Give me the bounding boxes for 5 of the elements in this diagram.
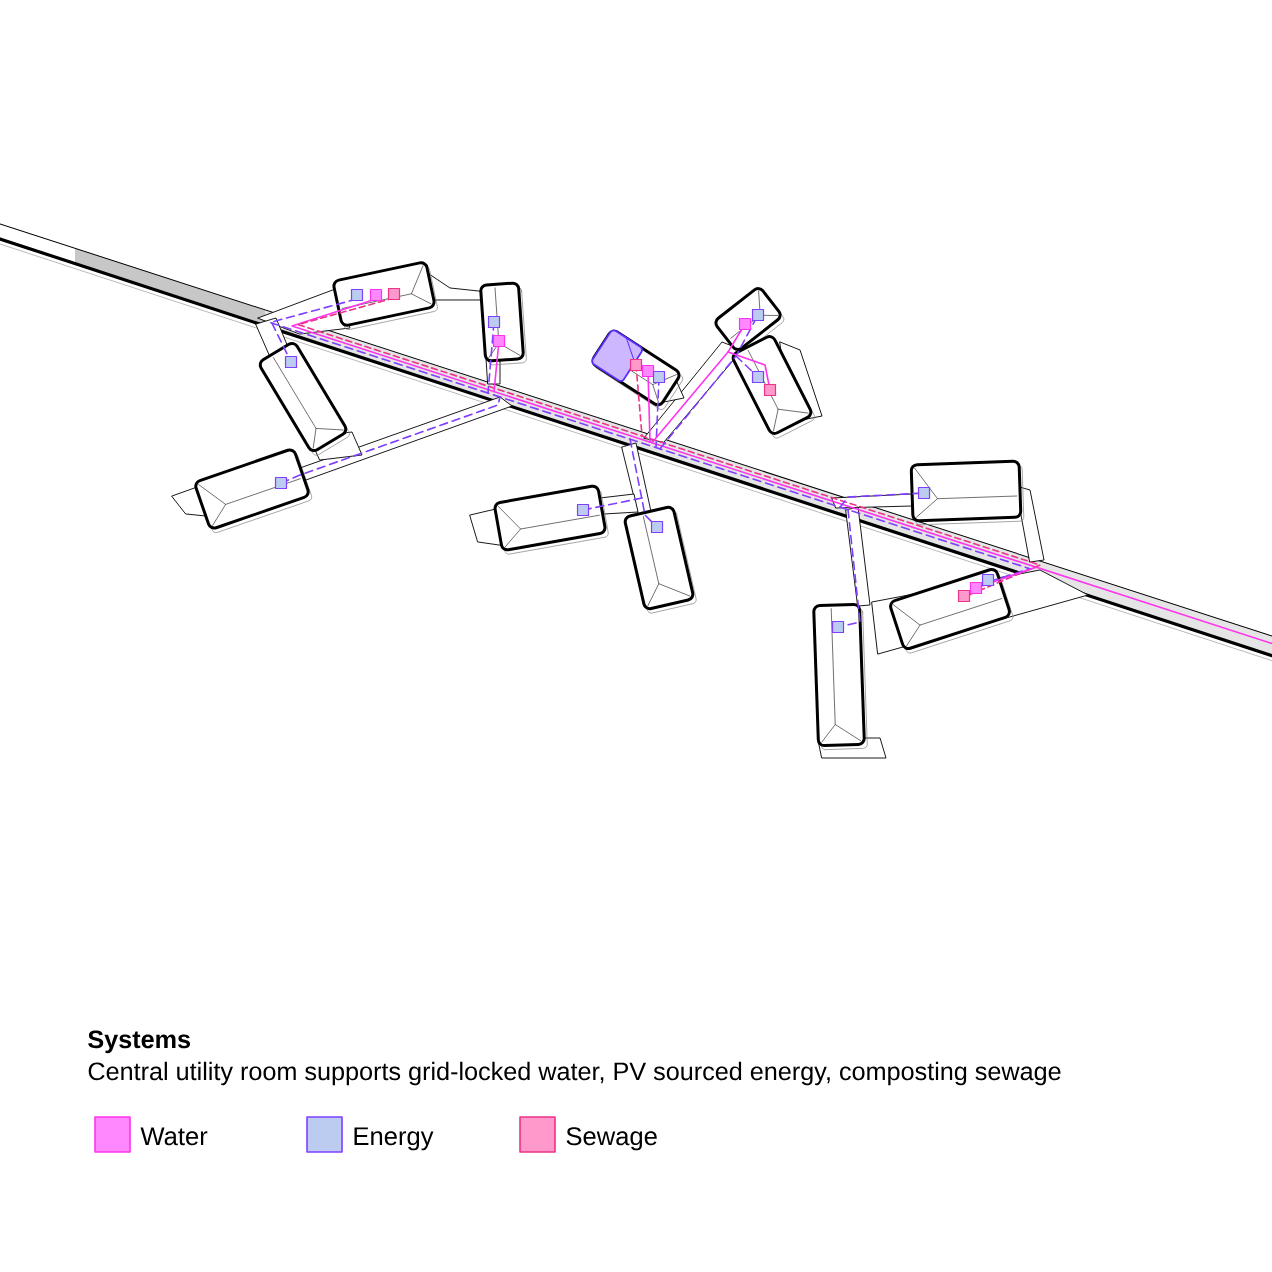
caption: Central utility room supports grid-locked water, PV sourced energy, composting sewage — [88, 1061, 1061, 1086]
legend-label: Sewage — [566, 1127, 657, 1151]
heading: Systems — [88, 1030, 190, 1054]
legend-label: Energy — [354, 1127, 434, 1151]
legend-label: Water — [140, 1127, 208, 1146]
